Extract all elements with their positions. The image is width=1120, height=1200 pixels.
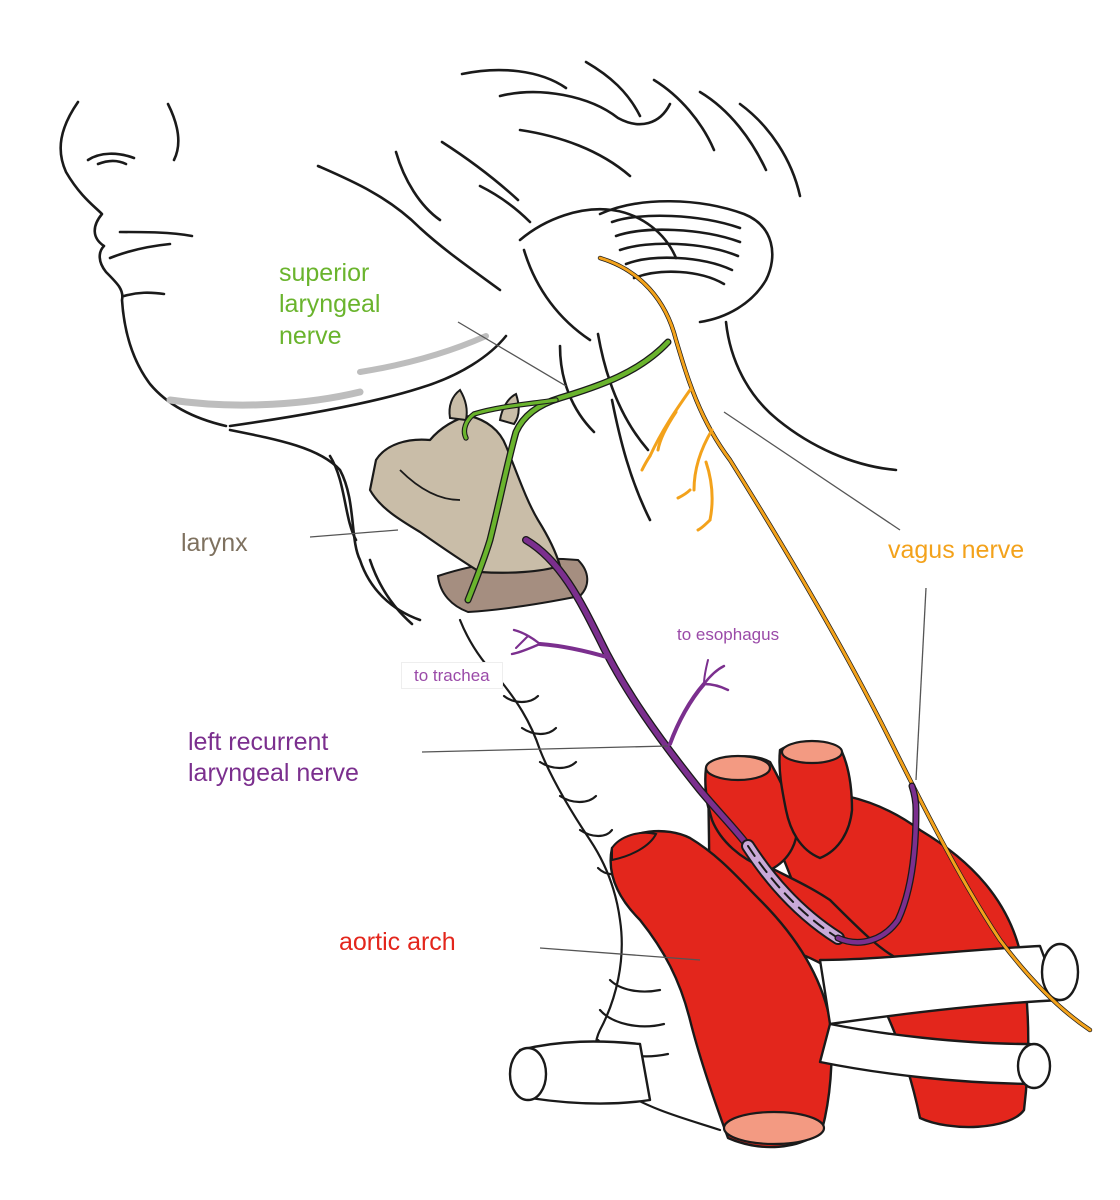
superior-laryngeal-label-line-3: nerve — [279, 321, 342, 350]
vagus-nerve-label: vagus nerve — [888, 536, 1025, 564]
superior-laryngeal-nerve-label: superior laryngeal nerve — [279, 258, 380, 352]
aortic-arch-vessels — [609, 741, 1030, 1149]
larynx-cartilage — [368, 414, 562, 574]
head-outline — [59, 60, 898, 626]
superior-laryngeal-label-line-1: superior — [279, 259, 370, 287]
left-recurrent-laryngeal-nerve-label: left recurrent laryngeal nerve — [188, 727, 359, 790]
superior-laryngeal-nerve — [461, 338, 672, 604]
leader-lines — [309, 321, 927, 961]
left-recurrent-label-line-2: laryngeal nerve — [188, 759, 359, 788]
larynx-horn-left — [448, 388, 468, 422]
to-esophagus-label: to esophagus — [677, 625, 780, 644]
to-trachea-label: to trachea — [401, 662, 503, 690]
left-recurrent-laryngeal-nerve — [510, 536, 920, 946]
pulmonary-arteries — [508, 942, 1080, 1105]
vessel-lumen-3 — [722, 1110, 826, 1146]
left-recurrent-label-line-1: left recurrent — [188, 728, 329, 756]
larynx-label: larynx — [181, 529, 248, 557]
hyoid-band-2 — [357, 333, 489, 375]
vessel-lumen-1 — [704, 754, 772, 782]
hyoid-band — [166, 388, 364, 409]
vessel-lumen-2 — [780, 739, 844, 765]
superior-laryngeal-label-line-2: laryngeal — [279, 290, 381, 319]
aortic-arch-label: aortic arch — [339, 928, 456, 956]
vessel-lumen-4 — [611, 831, 658, 862]
larynx-fold — [399, 469, 461, 501]
